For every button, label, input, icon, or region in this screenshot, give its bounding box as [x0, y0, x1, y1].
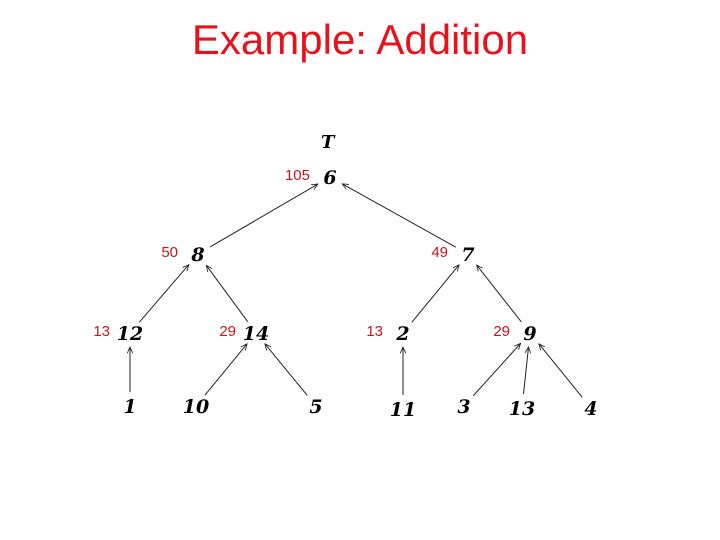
- edge-n13-to-n9: [522, 347, 528, 395]
- edge-layer: [130, 184, 583, 398]
- edge-n10-to-n14: [204, 344, 247, 396]
- node-10: 10: [183, 396, 209, 418]
- edge-n4-to-n9: [539, 344, 583, 398]
- node-3: 3: [457, 396, 470, 418]
- node-8: 8: [190, 244, 204, 266]
- edge-n2-to-n7: [411, 265, 459, 323]
- edge-n14-to-n8: [206, 265, 249, 323]
- node-2: 2: [395, 323, 409, 345]
- node-6-sum-label: 105: [285, 167, 310, 184]
- node-4: 4: [584, 398, 597, 420]
- edge-n12-to-n8: [138, 265, 189, 323]
- node-8-sum-label: 50: [161, 244, 178, 261]
- node-13: 13: [509, 398, 535, 420]
- node-9: 9: [523, 323, 536, 345]
- node-1: 1: [123, 396, 136, 418]
- node-5: 5: [309, 396, 322, 418]
- tree-root-label: T: [321, 132, 336, 153]
- edge-n8-to-n6: [209, 184, 318, 248]
- node-9-sum-label: 29: [493, 323, 510, 340]
- edge-n7-to-n6: [342, 184, 457, 248]
- edge-n3-to-n9: [473, 343, 520, 396]
- node-12-sum-label: 13: [93, 323, 110, 340]
- node-7-sum-label: 49: [431, 244, 448, 261]
- slide-title: Example: Addition: [191, 16, 529, 63]
- node-6: 6: [323, 167, 336, 189]
- node-11: 11: [390, 399, 416, 421]
- node-14: 14: [243, 323, 269, 345]
- node-12: 12: [117, 323, 143, 345]
- node-14-sum-label: 29: [219, 323, 236, 340]
- node-7: 7: [461, 244, 474, 266]
- edge-n9-to-n7: [477, 265, 522, 323]
- node-2-sum-label: 13: [366, 323, 383, 340]
- edge-n5-to-n14: [265, 344, 308, 396]
